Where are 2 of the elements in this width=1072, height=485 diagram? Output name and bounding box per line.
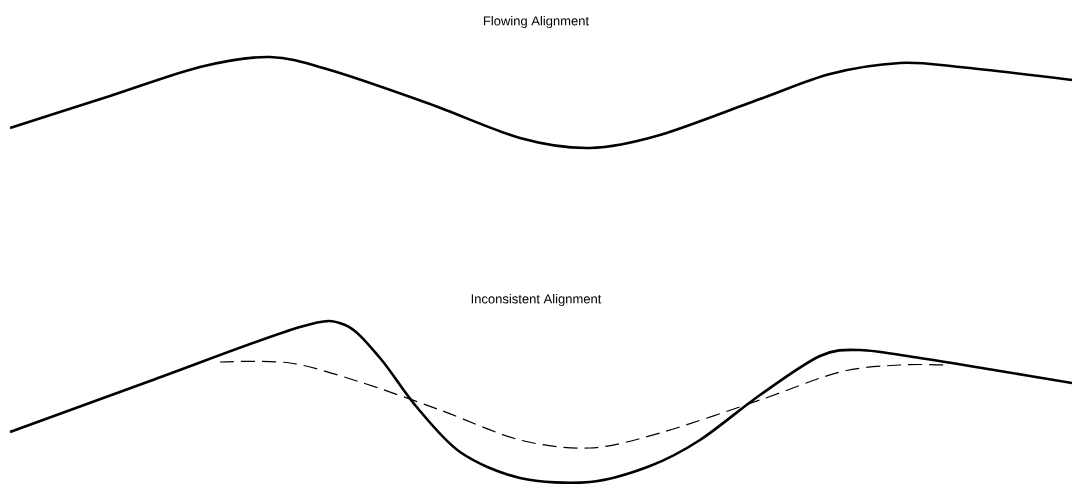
heading: Inconsistent Alignment [471,293,602,307]
heading: Flowing Alignment [483,15,589,29]
